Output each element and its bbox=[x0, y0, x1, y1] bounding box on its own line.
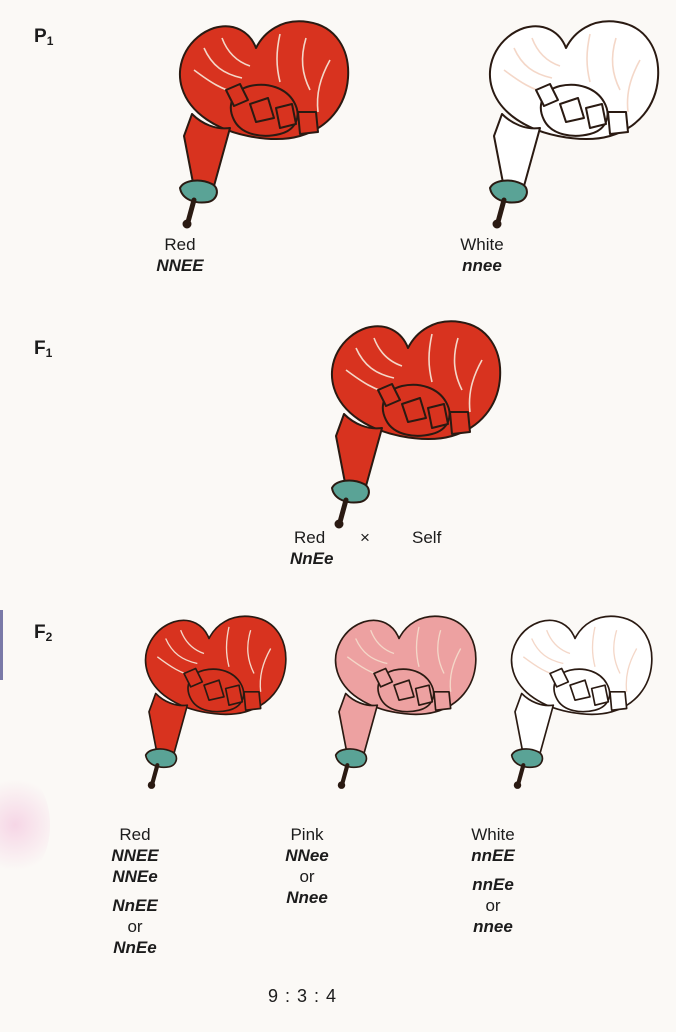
genotype-label: NnEe bbox=[290, 549, 333, 569]
caption-f2-red: Red NNEE NNEe NnEE or NnEe bbox=[90, 824, 180, 958]
edge-pink-blot bbox=[0, 770, 50, 880]
segregation-ratio: 9 : 3 : 4 bbox=[268, 986, 337, 1007]
genotype-label: NNEE bbox=[90, 845, 180, 866]
generation-label-p1: P1 bbox=[34, 26, 53, 48]
genotype-label: nnee bbox=[432, 255, 532, 276]
flower-red-p1 bbox=[130, 8, 370, 238]
phenotype-label: Red bbox=[130, 234, 230, 255]
phenotype-label: White bbox=[448, 824, 538, 845]
caption-p1-white: White nnee bbox=[432, 234, 532, 276]
or-label: or bbox=[262, 866, 352, 887]
genotype-label: NNEe bbox=[90, 866, 180, 887]
or-label: or bbox=[90, 916, 180, 937]
cross-line-f1: Red × Self NnEe bbox=[0, 528, 676, 572]
genotype-label: nnee bbox=[448, 916, 538, 937]
phenotype-label: White bbox=[432, 234, 532, 255]
caption-p1-red: Red NNEE bbox=[130, 234, 230, 276]
genotype-label: NNEE bbox=[130, 255, 230, 276]
genotype-label: nnEE bbox=[448, 845, 538, 866]
generation-label-f2: F2 bbox=[34, 622, 52, 644]
edge-blue-mark bbox=[0, 610, 3, 680]
flower-white-p1 bbox=[440, 8, 676, 238]
caption-f2-white: White nnEE nnEe or nnee bbox=[448, 824, 538, 937]
genotype-label: NNee bbox=[262, 845, 352, 866]
flower-red-f1 bbox=[282, 308, 522, 538]
genotype-label: Nnee bbox=[262, 887, 352, 908]
genotype-label: NnEE bbox=[90, 895, 180, 916]
genotype-label: nnEe bbox=[448, 874, 538, 895]
flower-pink-f2 bbox=[294, 596, 494, 806]
or-label: or bbox=[448, 895, 538, 916]
self-label: Self bbox=[412, 528, 441, 548]
caption-f2-pink: Pink NNee or Nnee bbox=[262, 824, 352, 908]
phenotype-label: Red bbox=[294, 528, 325, 548]
phenotype-label: Pink bbox=[262, 824, 352, 845]
generation-label-f1: F1 bbox=[34, 338, 52, 360]
flower-red-f2 bbox=[104, 596, 304, 806]
genotype-label: NnEe bbox=[90, 937, 180, 958]
phenotype-label: Red bbox=[90, 824, 180, 845]
flower-white-f2 bbox=[470, 596, 670, 806]
cross-symbol: × bbox=[360, 528, 370, 548]
